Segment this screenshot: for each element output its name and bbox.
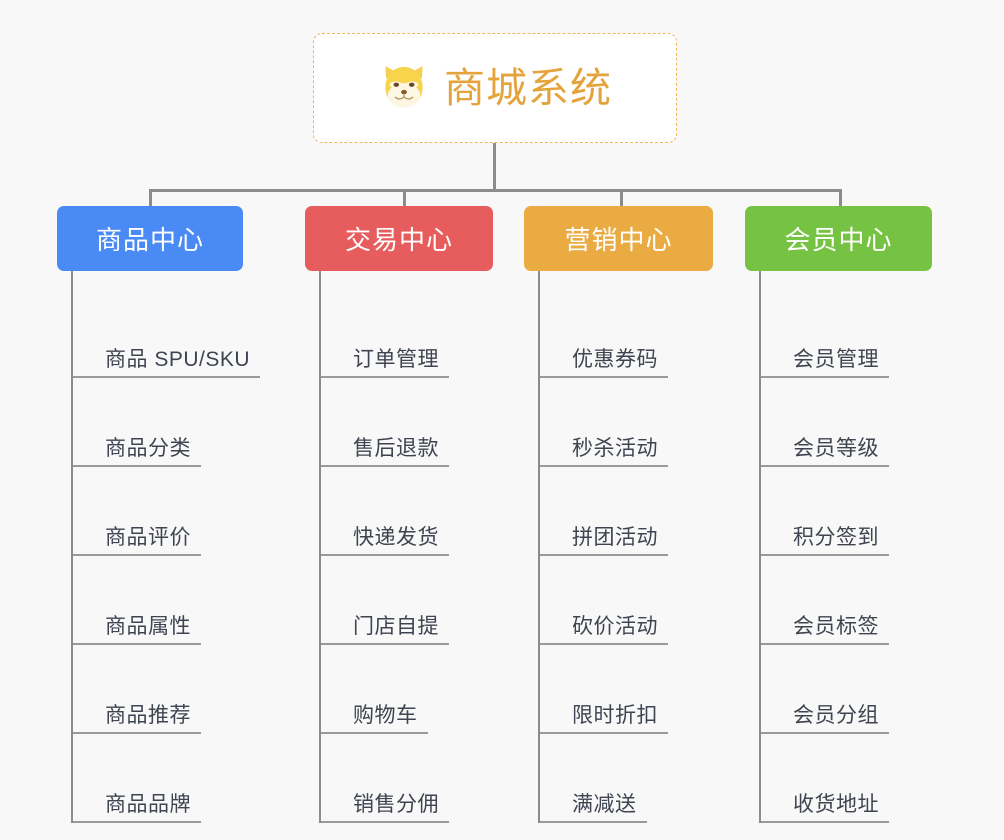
- leaf-item-underline: [321, 554, 449, 556]
- leaf-item[interactable]: 秒杀活动: [540, 378, 713, 467]
- leaf-item[interactable]: 限时折扣: [540, 645, 713, 734]
- leaf-item-underline: [540, 732, 668, 734]
- shiba-dog-face-icon: [385, 66, 423, 108]
- leaf-item[interactable]: 售后退款: [321, 378, 493, 467]
- leaf-item[interactable]: 积分签到: [761, 467, 932, 556]
- leaf-item-label: 商品分类: [105, 437, 191, 460]
- leaf-item-underline: [540, 643, 668, 645]
- leaf-item[interactable]: 会员等级: [761, 378, 932, 467]
- leaf-item[interactable]: 商品 SPU/SKU: [73, 289, 260, 378]
- leaf-item-label: 积分签到: [793, 526, 879, 549]
- connector-drop-3: [839, 189, 842, 208]
- leaf-item-label: 优惠券码: [572, 348, 658, 371]
- leaf-item[interactable]: 商品属性: [73, 556, 243, 645]
- branch-header-4[interactable]: 会员中心: [745, 206, 932, 271]
- leaf-item-underline: [73, 465, 201, 467]
- leaf-item-underline: [73, 643, 201, 645]
- leaf-list-4: 会员管理会员等级积分签到会员标签会员分组收货地址: [759, 271, 932, 823]
- branch-column-2: 交易中心订单管理售后退款快递发货门店自提购物车销售分佣: [305, 206, 493, 823]
- leaf-item-label: 砍价活动: [572, 615, 658, 638]
- root-title: 商城系统: [444, 64, 612, 111]
- leaf-item-label: 购物车: [353, 704, 418, 727]
- leaf-item[interactable]: 会员分组: [761, 645, 932, 734]
- leaf-item[interactable]: 会员标签: [761, 556, 932, 645]
- connector-horizontal-bar: [149, 189, 841, 192]
- leaf-item-label: 会员等级: [793, 437, 879, 460]
- leaf-item-underline: [73, 376, 260, 378]
- connector-drop-0: [149, 189, 152, 208]
- leaf-item-underline: [321, 732, 428, 734]
- leaf-item[interactable]: 快递发货: [321, 467, 493, 556]
- connector-root-stem: [493, 143, 496, 191]
- leaf-item[interactable]: 销售分佣: [321, 734, 493, 823]
- leaf-item-underline: [761, 465, 889, 467]
- leaf-item-label: 商品品牌: [105, 793, 191, 816]
- leaf-item[interactable]: 优惠券码: [540, 289, 713, 378]
- leaf-item-label: 快递发货: [353, 526, 439, 549]
- leaf-item-underline: [321, 465, 449, 467]
- leaf-item[interactable]: 门店自提: [321, 556, 493, 645]
- leaf-item[interactable]: 拼团活动: [540, 467, 713, 556]
- leaf-item-underline: [540, 465, 668, 467]
- leaf-item-underline: [761, 376, 889, 378]
- leaf-item-label: 会员管理: [793, 348, 879, 371]
- branch-column-1: 商品中心商品 SPU/SKU 商品分类商品评价商品属性商品推荐商品品牌: [57, 206, 260, 823]
- leaf-item-underline: [761, 732, 889, 734]
- leaf-item-underline: [73, 821, 201, 823]
- leaf-item-label: 商品 SPU/SKU: [105, 348, 251, 371]
- branch-column-4: 会员中心会员管理会员等级积分签到会员标签会员分组收货地址: [745, 206, 932, 823]
- leaf-item-label: 订单管理: [353, 348, 439, 371]
- leaf-item[interactable]: 满减送: [540, 734, 713, 823]
- leaf-item-label: 销售分佣: [353, 793, 439, 816]
- leaf-item-label: 商品推荐: [105, 704, 191, 727]
- leaf-item-underline: [761, 821, 889, 823]
- leaf-list-3: 优惠券码秒杀活动拼团活动砍价活动限时折扣满减送: [538, 271, 713, 823]
- leaf-item-label: 售后退款: [353, 437, 439, 460]
- leaf-item-underline: [540, 821, 647, 823]
- branch-header-3[interactable]: 营销中心: [524, 206, 713, 271]
- leaf-item[interactable]: 购物车: [321, 645, 493, 734]
- leaf-item-label: 会员标签: [793, 615, 879, 638]
- leaf-item-label: 拼团活动: [572, 526, 658, 549]
- leaf-item-label: 商品评价: [105, 526, 191, 549]
- leaf-item[interactable]: 收货地址: [761, 734, 932, 823]
- leaf-item-underline: [761, 643, 889, 645]
- leaf-item-underline: [321, 376, 449, 378]
- leaf-item-underline: [321, 643, 449, 645]
- leaf-item[interactable]: 会员管理: [761, 289, 932, 378]
- leaf-item[interactable]: 商品品牌: [73, 734, 243, 823]
- leaf-item[interactable]: 商品评价: [73, 467, 243, 556]
- leaf-item-label: 秒杀活动: [572, 437, 658, 460]
- leaf-item-underline: [73, 732, 201, 734]
- root-node[interactable]: 商城系统: [313, 33, 677, 143]
- leaf-item-label: 收货地址: [793, 793, 879, 816]
- connector-drop-1: [403, 189, 406, 208]
- leaf-item[interactable]: 商品推荐: [73, 645, 243, 734]
- branch-header-1[interactable]: 商品中心: [57, 206, 243, 271]
- leaf-item-underline: [761, 554, 889, 556]
- leaf-item[interactable]: 商品分类: [73, 378, 243, 467]
- leaf-list-2: 订单管理售后退款快递发货门店自提购物车销售分佣: [319, 271, 493, 823]
- leaf-item-underline: [73, 554, 201, 556]
- leaf-item[interactable]: 砍价活动: [540, 556, 713, 645]
- leaf-item-label: 门店自提: [353, 615, 439, 638]
- connector-drop-2: [620, 189, 623, 208]
- leaf-item-label: 会员分组: [793, 704, 879, 727]
- leaf-item-underline: [540, 376, 668, 378]
- leaf-item[interactable]: 订单管理: [321, 289, 493, 378]
- leaf-item-underline: [321, 821, 449, 823]
- leaf-item-label: 限时折扣: [572, 704, 658, 727]
- leaf-list-1: 商品 SPU/SKU 商品分类商品评价商品属性商品推荐商品品牌: [71, 271, 260, 823]
- leaf-item-label: 商品属性: [105, 615, 191, 638]
- branch-column-3: 营销中心优惠券码秒杀活动拼团活动砍价活动限时折扣满减送: [524, 206, 713, 823]
- branch-header-2[interactable]: 交易中心: [305, 206, 493, 271]
- leaf-item-underline: [540, 554, 668, 556]
- leaf-item-label: 满减送: [572, 793, 637, 816]
